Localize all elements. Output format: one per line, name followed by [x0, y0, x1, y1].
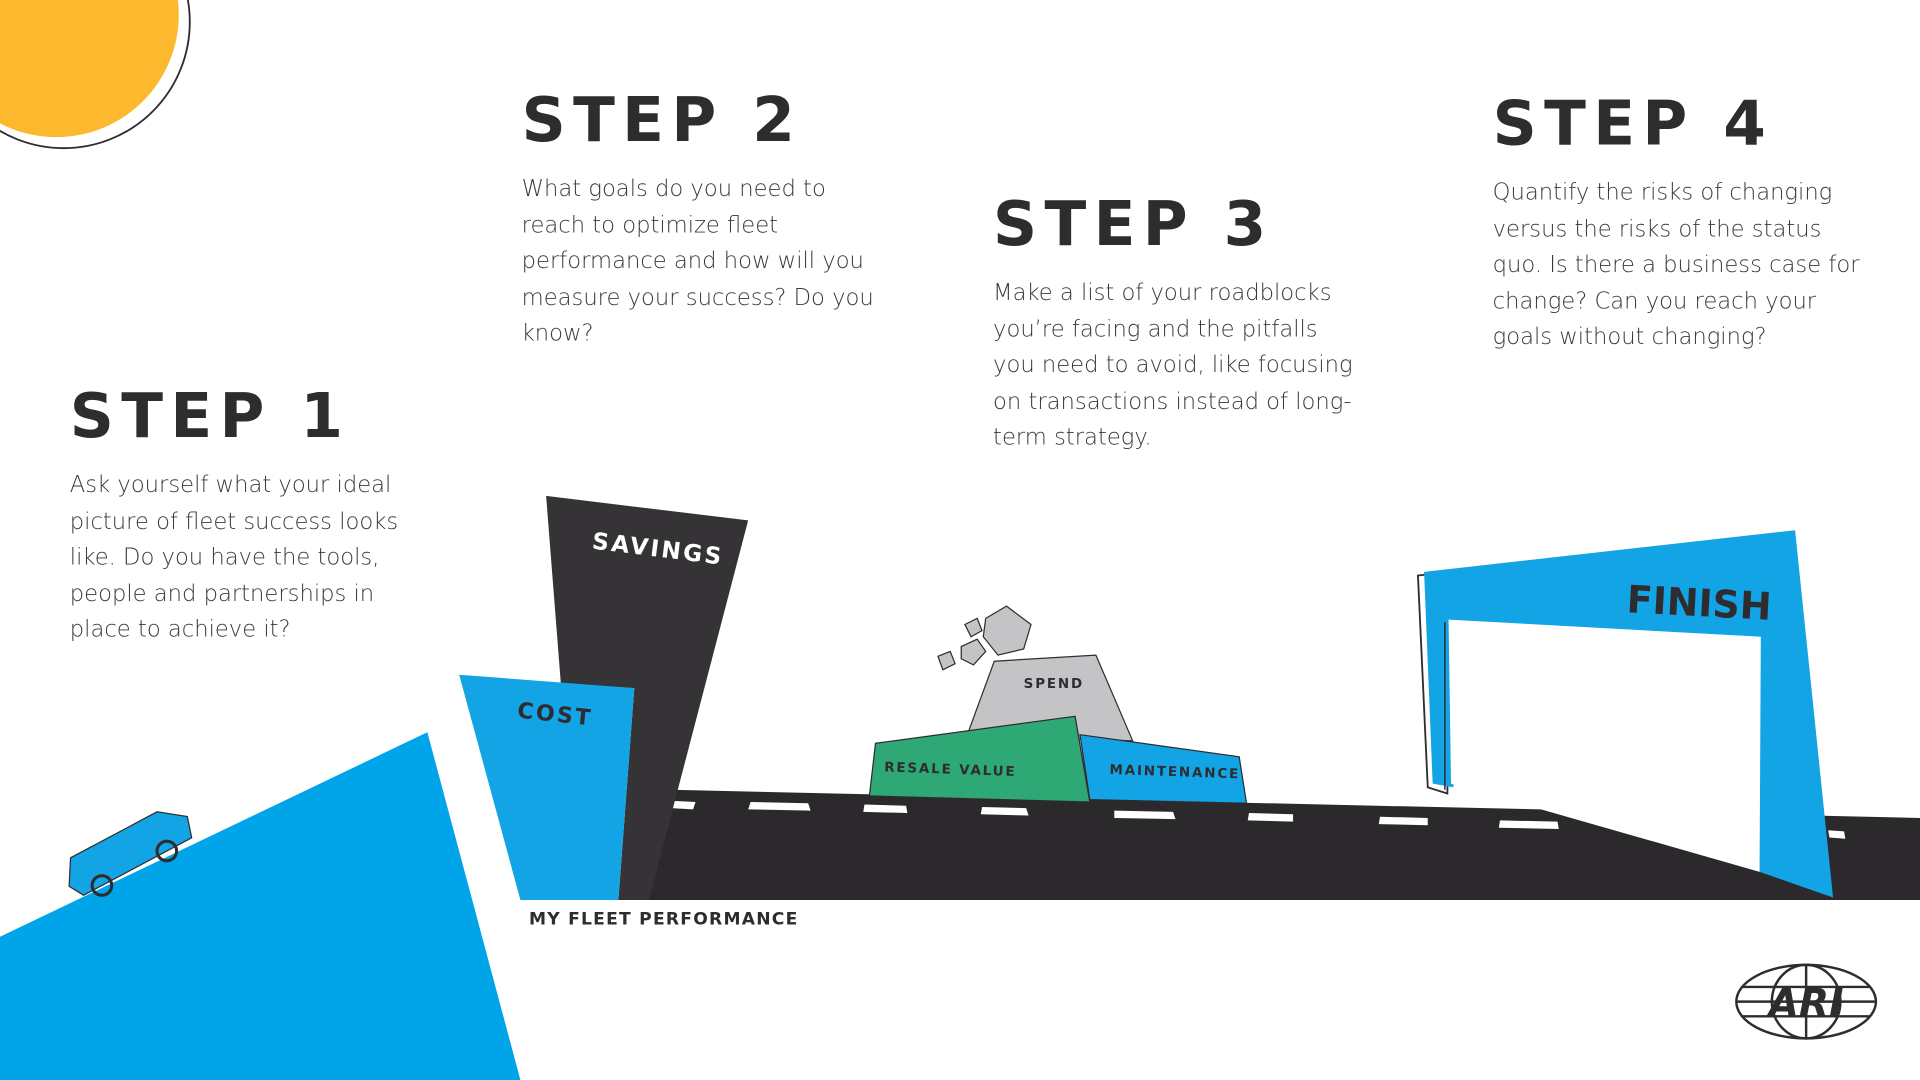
step-2-title: STEP 2: [521, 84, 803, 156]
step-4-body: Quantify the risks of changing versus th…: [1492, 180, 1860, 351]
step-3: STEP 3 Make a list of your roadblocks yo…: [993, 190, 1360, 456]
maintenance-block: [1079, 733, 1248, 804]
svg-text:ARI: ARI: [1766, 981, 1844, 1026]
step-1-title: STEP 1: [69, 380, 351, 452]
step-3-body: Make a list of your roadblocks you’re fa…: [993, 280, 1353, 451]
sun: [0, 0, 191, 150]
resale-value-label: RESALE VALUE: [884, 760, 1017, 780]
step-2-body: What goals do you need to reach to optim…: [521, 176, 874, 347]
maintenance-label: MAINTENANCE: [1109, 763, 1240, 783]
savings-bar: [546, 495, 749, 901]
step-3-title: STEP 3: [993, 188, 1274, 260]
rocks: [937, 605, 1134, 742]
step-1: STEP 1 Ask yourself what your ideal pict…: [70, 382, 437, 648]
step-2: STEP 2 What goals do you need to reach t…: [522, 86, 889, 352]
step-1-body: Ask yourself what your ideal picture of …: [69, 472, 399, 643]
finish-arch: [1417, 530, 1834, 900]
step-4-title: STEP 4: [1492, 88, 1774, 160]
resale-value-block: [868, 715, 1091, 803]
step-4: STEP 4 Quantify the risks of changing ve…: [1493, 89, 1860, 355]
caption: MY FLEET PERFORMANCE: [528, 909, 799, 930]
cost-bar: [459, 674, 635, 901]
spend-label: SPEND: [1024, 677, 1084, 692]
finish-label: FINISH: [1626, 577, 1773, 629]
car-icon: [68, 811, 193, 897]
ari-logo: ARI: [1735, 963, 1878, 1040]
hill: [0, 732, 521, 1080]
